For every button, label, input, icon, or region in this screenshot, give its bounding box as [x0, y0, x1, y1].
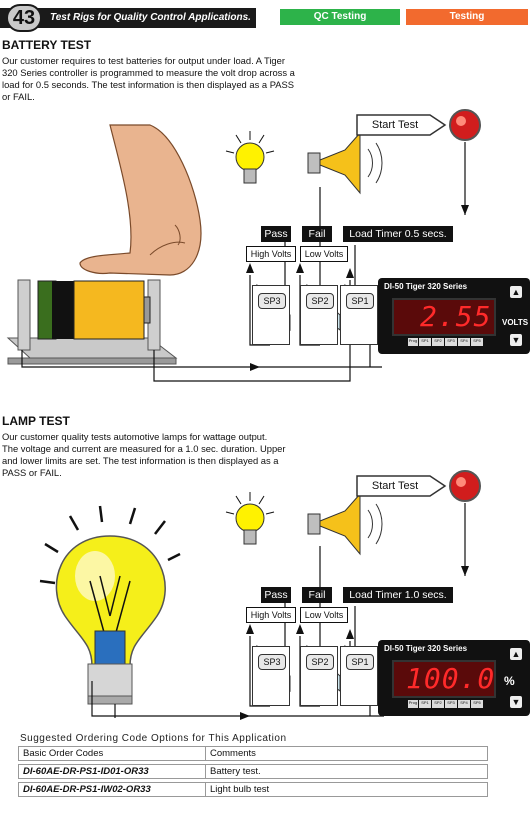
order-code: DI-60AE-DR-PS1-ID01-OR33 — [23, 766, 149, 777]
low-volts-label: Low Volts — [300, 246, 348, 262]
meter-sp-button[interactable]: SP3 — [445, 700, 457, 708]
tiger-meter-lamp: DI-50 Tiger 320 Series 100.0 % ▲ ▼ Prog … — [378, 640, 530, 716]
meter-sp-button[interactable]: SP4 — [458, 700, 470, 708]
pass-label: Pass — [261, 587, 291, 603]
table-row: DI-60AE-DR-PS1-IW02-OR33 Light bulb test — [18, 782, 488, 797]
meter-up-button[interactable]: ▲ — [510, 286, 522, 298]
start-test-arrow — [356, 114, 447, 136]
meter-title: DI-50 Tiger 320 Series — [384, 282, 468, 291]
meter-up-button[interactable]: ▲ — [510, 648, 522, 660]
ordering-table-title: Suggested Ordering Code Options for This… — [20, 733, 287, 744]
sp2-label: SP2 — [306, 293, 334, 309]
fail-label: Fail — [302, 587, 332, 603]
meter-reading: 100.0 — [406, 662, 496, 695]
ordering-table-header: Basic Order Codes Comments — [18, 746, 488, 761]
meter-button-strip: Prog SP1 SP2 SP3 SP4 SP5 — [408, 338, 498, 346]
col-header-comments: Comments — [205, 747, 256, 760]
pass-label: Pass — [261, 226, 291, 242]
sp1-label: SP1 — [346, 654, 374, 670]
meter-down-button[interactable]: ▼ — [510, 696, 522, 708]
meter-sp-button[interactable]: SP5 — [471, 700, 483, 708]
meter-sp-button[interactable]: SP1 — [419, 338, 431, 346]
sp2-label: SP2 — [306, 654, 334, 670]
lamp-test-description: Our customer quality tests automotive la… — [2, 431, 307, 479]
tiger-meter-battery: DI-50 Tiger 320 Series 2.55 VOLTS ▲ ▼ Pr… — [378, 278, 530, 354]
large-bulb-illustration — [39, 505, 181, 705]
fail-label: Fail — [302, 226, 332, 242]
sp3-label: SP3 — [258, 293, 286, 309]
lamp-test-title: LAMP TEST — [2, 414, 70, 428]
start-test-label: Start Test — [371, 119, 419, 131]
battery-illustration — [37, 280, 151, 340]
meter-prog-button[interactable]: Prog — [408, 338, 418, 346]
bulb-small-icon — [225, 492, 275, 545]
sp3-label: SP3 — [258, 654, 286, 670]
header-bar — [0, 8, 256, 28]
meter-sp-button[interactable]: SP2 — [432, 700, 444, 708]
lamp-desc-line: Our customer quality tests automotive la… — [2, 431, 268, 442]
page-number-badge: 43 — [6, 4, 42, 32]
high-volts-label: High Volts — [246, 607, 296, 623]
tab-qc-testing[interactable]: QC Testing — [280, 9, 400, 25]
meter-sp-button[interactable]: SP3 — [445, 338, 457, 346]
meter-down-button[interactable]: ▼ — [510, 334, 522, 346]
low-volts-label: Low Volts — [300, 607, 348, 623]
load-timer-label: Load Timer 1.0 secs. — [343, 587, 453, 603]
meter-button-strip: Prog SP1 SP2 SP3 SP4 SP5 — [408, 700, 498, 708]
battery-test-title: BATTERY TEST — [2, 38, 92, 52]
sp1-label: SP1 — [346, 293, 374, 309]
hand-illustration — [79, 124, 202, 276]
start-indicator-light — [449, 109, 481, 141]
order-comment: Battery test. — [205, 765, 261, 778]
high-volts-label: High Volts — [246, 246, 296, 262]
meter-unit: % — [504, 674, 515, 688]
tab-testing[interactable]: Testing — [406, 9, 528, 25]
clamp-left — [17, 279, 31, 351]
battery-desc-line: load for 0.5 seconds. The test informati… — [2, 79, 295, 90]
col-header-codes: Basic Order Codes — [23, 748, 104, 759]
meter-title: DI-50 Tiger 320 Series — [384, 644, 468, 653]
start-test-arrow — [356, 475, 447, 497]
meter-sp-button[interactable]: SP2 — [432, 338, 444, 346]
bulb-small-icon — [225, 131, 275, 184]
table-row: DI-60AE-DR-PS1-ID01-OR33 Battery test. — [18, 764, 488, 779]
meter-prog-button[interactable]: Prog — [408, 700, 418, 708]
horn-siren-icon — [307, 131, 383, 195]
lamp-desc-line: PASS or FAIL. — [2, 467, 62, 478]
battery-desc-line: or FAIL. — [2, 91, 35, 102]
load-timer-label: Load Timer 0.5 secs. — [343, 226, 453, 242]
meter-sp-button[interactable]: SP4 — [458, 338, 470, 346]
battery-desc-line: Our customer requires to test batteries … — [2, 55, 285, 66]
page-title: Test Rigs for Quality Control Applicatio… — [50, 12, 251, 23]
order-comment: Light bulb test — [205, 783, 269, 796]
battery-test-description: Our customer requires to test batteries … — [2, 55, 307, 103]
meter-reading: 2.55 — [420, 300, 492, 333]
meter-sp-button[interactable]: SP5 — [471, 338, 483, 346]
horn-siren-icon — [307, 492, 383, 556]
order-code: DI-60AE-DR-PS1-IW02-OR33 — [23, 784, 151, 795]
meter-unit: VOLTS — [502, 318, 529, 327]
meter-display: 2.55 — [392, 298, 496, 336]
start-test-label: Start Test — [371, 480, 419, 492]
start-indicator-light — [449, 470, 481, 502]
lamp-desc-line: The voltage and current are measured for… — [2, 443, 286, 454]
battery-desc-line: 320 Series controller is programmed to m… — [2, 67, 295, 78]
lamp-desc-line: and lower limits are set. The test infor… — [2, 455, 279, 466]
meter-sp-button[interactable]: SP1 — [419, 700, 431, 708]
meter-display: 100.0 — [392, 660, 496, 698]
